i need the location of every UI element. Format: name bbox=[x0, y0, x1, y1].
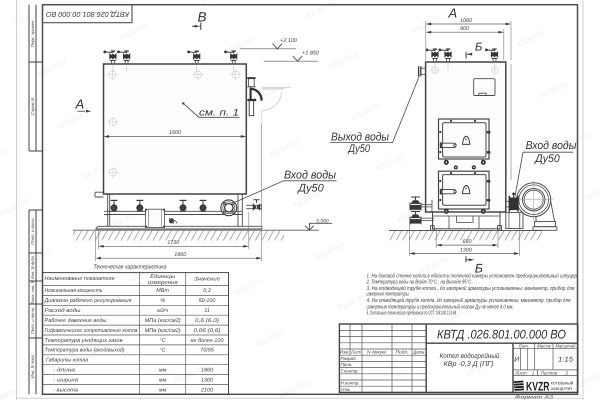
svg-text:измерения: измерения bbox=[148, 280, 178, 286]
svg-text:°С: °С bbox=[160, 338, 166, 344]
svg-text:МПа (кгс/см2): МПа (кгс/см2) bbox=[145, 328, 181, 334]
svg-text:мм: мм bbox=[159, 377, 167, 383]
svg-text:Перв. примен.: Перв. примен. bbox=[30, 20, 35, 48]
svg-text:11: 11 bbox=[204, 308, 210, 314]
svg-text:Б: Б bbox=[475, 42, 483, 54]
svg-text:2100: 2100 bbox=[200, 387, 213, 393]
svg-text:- высота: - высота bbox=[53, 387, 78, 393]
svg-text:А: А bbox=[74, 97, 84, 112]
svg-text:N докум.: N докум. bbox=[367, 350, 387, 355]
svg-text:Н.контр.: Н.контр. bbox=[341, 381, 360, 386]
svg-text:см. п. 1: см. п. 1 bbox=[199, 107, 239, 118]
svg-text:КВТД .026.801.00.000 ВО: КВТД .026.801.00.000 ВО bbox=[437, 328, 566, 342]
svg-text:1730: 1730 bbox=[167, 240, 179, 246]
svg-text:Т.контр.: Т.контр. bbox=[341, 368, 359, 373]
svg-text:3. На подводящей трубе котла: 3. На подводящей трубе котла , до запорн… bbox=[367, 285, 575, 292]
svg-text:900: 900 bbox=[460, 26, 469, 32]
svg-text:Котел водогрейный: Котел водогрейный bbox=[440, 352, 500, 360]
svg-text:1300: 1300 bbox=[460, 247, 472, 253]
svg-text:Номинальная мощность: Номинальная мощность bbox=[45, 288, 103, 294]
svg-text:Ду50: Ду50 bbox=[296, 183, 324, 195]
svg-text:ЗАВОД РЭП: ЗАВОД РЭП bbox=[551, 387, 572, 391]
svg-text:Справ. N: Справ. N bbox=[30, 97, 35, 115]
svg-text:Листов: Листов bbox=[540, 371, 558, 376]
svg-text:МВт: МВт bbox=[156, 288, 169, 294]
svg-text:Масштаб: Масштаб bbox=[555, 343, 575, 348]
svg-text:Диапазон рабочего регулировани: Диапазон рабочего регулирования bbox=[44, 298, 132, 304]
svg-text:0,06 (0,6): 0,06 (0,6) bbox=[194, 328, 221, 334]
svg-text:°С: °С bbox=[160, 348, 166, 354]
svg-text:м3/ч: м3/ч bbox=[157, 308, 168, 314]
svg-text:Формат А3: Формат А3 bbox=[515, 394, 553, 400]
svg-text:Инв. N дубл.: Инв. N дубл. bbox=[30, 255, 35, 279]
svg-text:5. Остальные технические треб: 5. Остальные технические требования по О… bbox=[367, 310, 458, 317]
svg-text:- длина: - длина bbox=[53, 368, 75, 374]
svg-text:измерения температуры и предох: измерения температуры и предохранительны… bbox=[367, 303, 514, 310]
svg-text:Лист: Лист bbox=[514, 371, 527, 376]
svg-text:мм: мм bbox=[159, 368, 167, 374]
svg-text:Инв. N подл.: Инв. N подл. bbox=[30, 354, 35, 378]
svg-text:Пров.: Пров. bbox=[341, 362, 353, 367]
svg-text:70/95: 70/95 bbox=[200, 348, 214, 354]
svg-text:1600: 1600 bbox=[169, 130, 181, 136]
svg-text:Габариты котла: Габариты котла bbox=[46, 358, 88, 364]
svg-text:И: И bbox=[514, 357, 520, 364]
svg-text:Б: Б bbox=[475, 262, 483, 276]
svg-text:Единицы: Единицы bbox=[150, 274, 175, 280]
svg-text:Утв.: Утв. bbox=[341, 387, 351, 392]
svg-text:Ду50: Ду50 bbox=[347, 143, 371, 155]
svg-text:50-100: 50-100 bbox=[199, 298, 216, 304]
svg-text:Вход воды: Вход воды bbox=[526, 140, 577, 152]
svg-text:0,3: 0,3 bbox=[203, 288, 211, 294]
svg-text:Рабочее давление воды: Рабочее давление воды bbox=[45, 318, 107, 324]
svg-text:Подп. и дата: Подп. и дата bbox=[30, 218, 35, 245]
svg-text:А: А bbox=[447, 6, 457, 21]
svg-text:Температура воды (вход/выход): Температура воды (вход/выход) bbox=[45, 348, 125, 354]
svg-text:В: В bbox=[197, 10, 206, 25]
svg-text:+2.100: +2.100 bbox=[280, 38, 297, 44]
svg-text:Взам. инв. N: Взам. инв. N bbox=[30, 279, 35, 304]
svg-text:Лист: Лист bbox=[350, 350, 361, 355]
svg-text:1:15: 1:15 bbox=[558, 357, 573, 364]
svg-text:мм: мм bbox=[159, 387, 167, 393]
svg-text:Лит.: Лит. bbox=[518, 343, 530, 348]
svg-text:1860: 1860 bbox=[174, 252, 186, 258]
svg-text:Подп.: Подп. bbox=[396, 350, 409, 355]
svg-text:1860: 1860 bbox=[201, 368, 213, 374]
svg-text:4. На отводящей трубе котла ,: 4. На отводящей трубе котла ,до запорной… bbox=[367, 297, 571, 304]
svg-text:КВр -0,3 Д (ПГ): КВр -0,3 Д (ПГ) bbox=[444, 360, 494, 368]
svg-text:Выход воды: Выход воды bbox=[331, 131, 389, 143]
svg-text:измерения температуры.: измерения температуры. bbox=[367, 292, 410, 298]
svg-text:+1.850: +1.850 bbox=[302, 51, 319, 57]
svg-text:Дата: Дата bbox=[413, 350, 425, 355]
svg-text:Изм.: Изм. bbox=[340, 350, 350, 355]
svg-text:МПа (кгс/см2): МПа (кгс/см2) bbox=[145, 318, 181, 324]
svg-text:Подп. и дата: Подп. и дата bbox=[30, 307, 35, 334]
svg-text:не более 220: не более 220 bbox=[191, 338, 224, 344]
svg-text:- ширина: - ширина bbox=[53, 377, 78, 383]
svg-text:0,6 (6,0): 0,6 (6,0) bbox=[195, 318, 219, 324]
svg-text:1: 1 bbox=[532, 371, 535, 376]
svg-text:KVZR: KVZR bbox=[526, 380, 550, 394]
svg-text:Вход воды: Вход воды bbox=[284, 170, 336, 182]
svg-text:Масса: Масса bbox=[537, 343, 551, 348]
svg-text:Гидравлическое сопротивление к: Гидравлическое сопротивление котла bbox=[45, 328, 138, 334]
svg-text:Наименование показателя: Наименование показателя bbox=[45, 276, 115, 282]
svg-text:660: 660 bbox=[463, 239, 472, 245]
svg-text:Температура уходящих газов: Температура уходящих газов bbox=[45, 338, 123, 344]
svg-text:1. На боковой стенке котла в: 1. На боковой стенке котла в области топ… bbox=[367, 272, 578, 279]
svg-text:0.000: 0.000 bbox=[316, 218, 329, 224]
svg-text:%: % bbox=[160, 298, 165, 304]
svg-text:КВТД.026.801.00.000 ВО: КВТД.026.801.00.000 ВО bbox=[46, 10, 129, 19]
svg-text:2: 2 bbox=[565, 371, 569, 376]
svg-text:1300: 1300 bbox=[201, 377, 213, 383]
svg-text:1060: 1060 bbox=[460, 18, 472, 24]
svg-text:Техническая характеристика: Техническая характеристика bbox=[94, 264, 168, 271]
svg-text:Ду50: Ду50 bbox=[533, 153, 560, 165]
svg-text:Значение: Значение bbox=[194, 277, 220, 283]
svg-text:2. Температура воды на Входе: 2. Температура воды на Входе 70°С , на В… bbox=[366, 279, 474, 286]
svg-text:Расход воды: Расход воды bbox=[45, 308, 81, 314]
svg-text:Разраб.: Разраб. bbox=[341, 356, 357, 361]
svg-text:КОТЕЛЬНЫЙ: КОТЕЛЬНЫЙ bbox=[551, 380, 574, 385]
